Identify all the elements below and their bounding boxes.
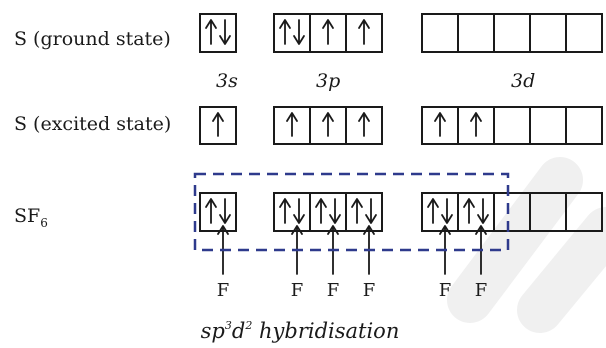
sf6-d-electron-up-2 [463,198,475,224]
ground-d-orbital-box-4 [529,13,567,53]
sf6-p-electron-down-2 [329,198,341,224]
ground-s-electron-up-1 [205,19,217,45]
excited-d-orbital-box-5 [565,106,603,145]
orbital-label-3p: 3p [316,70,340,92]
fluorine-label-6: F [475,280,488,301]
ground-state-label: S (ground state) [14,28,171,50]
ground-d-orbital-box-1 [421,13,459,53]
sf6-p-electron-up-3 [351,198,363,224]
ground-p-electron-up-2 [322,19,334,45]
sf6-d-orbital-box-2 [457,192,495,232]
sf6-s-electron-down-1 [219,198,231,224]
sf6-d-electron-down-2 [477,198,489,224]
excited-p-electron-up-3 [358,112,370,137]
excited-d-electron-up-2 [470,112,482,137]
excited-s-orbital-box-1 [199,106,237,145]
excited-p-electron-up-1 [286,112,298,137]
excited-s-electron-up-1 [212,112,224,137]
sf6-label-main: SF [14,205,40,227]
ground-p-electron-down-1 [293,19,305,45]
sf6-p-electron-down-3 [365,198,377,224]
sf6-label: SF6 [14,205,48,230]
sf6-d-orbital-box-5 [565,192,603,232]
sf6-label-subscript: 6 [40,216,48,230]
ground-s-orbital-box-1 [199,13,237,53]
excited-state-label: S (excited state) [14,113,171,135]
excited-d-orbital-box-3 [493,106,531,145]
orbital-label-3d: 3d [511,70,535,92]
ground-p-electron-up-1 [279,19,291,45]
sf6-s-electron-up-1 [205,198,217,224]
sf6-p-electron-down-1 [293,198,305,224]
ground-d-orbital-box-2 [457,13,495,53]
excited-p-orbital-box-3 [345,106,383,145]
sf6-p-orbital-box-2 [309,192,347,232]
hybrid-orbitals-dashed-box [193,172,510,252]
excited-d-electron-up-1 [434,112,446,137]
sf6-d-orbital-box-1 [421,192,459,232]
sf6-d-electron-down-1 [441,198,453,224]
sf6-p-electron-up-1 [279,198,291,224]
ground-p-orbital-box-1 [273,13,311,53]
ground-d-orbital-box-3 [493,13,531,53]
ground-d-orbital-box-5 [565,13,603,53]
ground-p-electron-up-3 [358,19,370,45]
sf6-d-electron-up-1 [427,198,439,224]
orbital-label-3s: 3s [216,70,238,92]
fluorine-label-2: F [291,280,304,301]
sf6-s-orbital-box-1 [199,192,237,232]
excited-d-orbital-box-4 [529,106,567,145]
excited-p-electron-up-2 [322,112,334,137]
sf6-p-orbital-box-1 [273,192,311,232]
fluorine-label-1: F [217,280,230,301]
hybridisation-caption: sp3d2 hybridisation [201,319,400,343]
sf6-p-orbital-box-3 [345,192,383,232]
watermark [447,157,606,333]
ground-p-orbital-box-3 [345,13,383,53]
ground-s-electron-down-1 [219,19,231,45]
fluorine-label-3: F [327,280,340,301]
fluorine-label-5: F [439,280,452,301]
sf6-p-electron-up-2 [315,198,327,224]
fluorine-label-4: F [363,280,376,301]
